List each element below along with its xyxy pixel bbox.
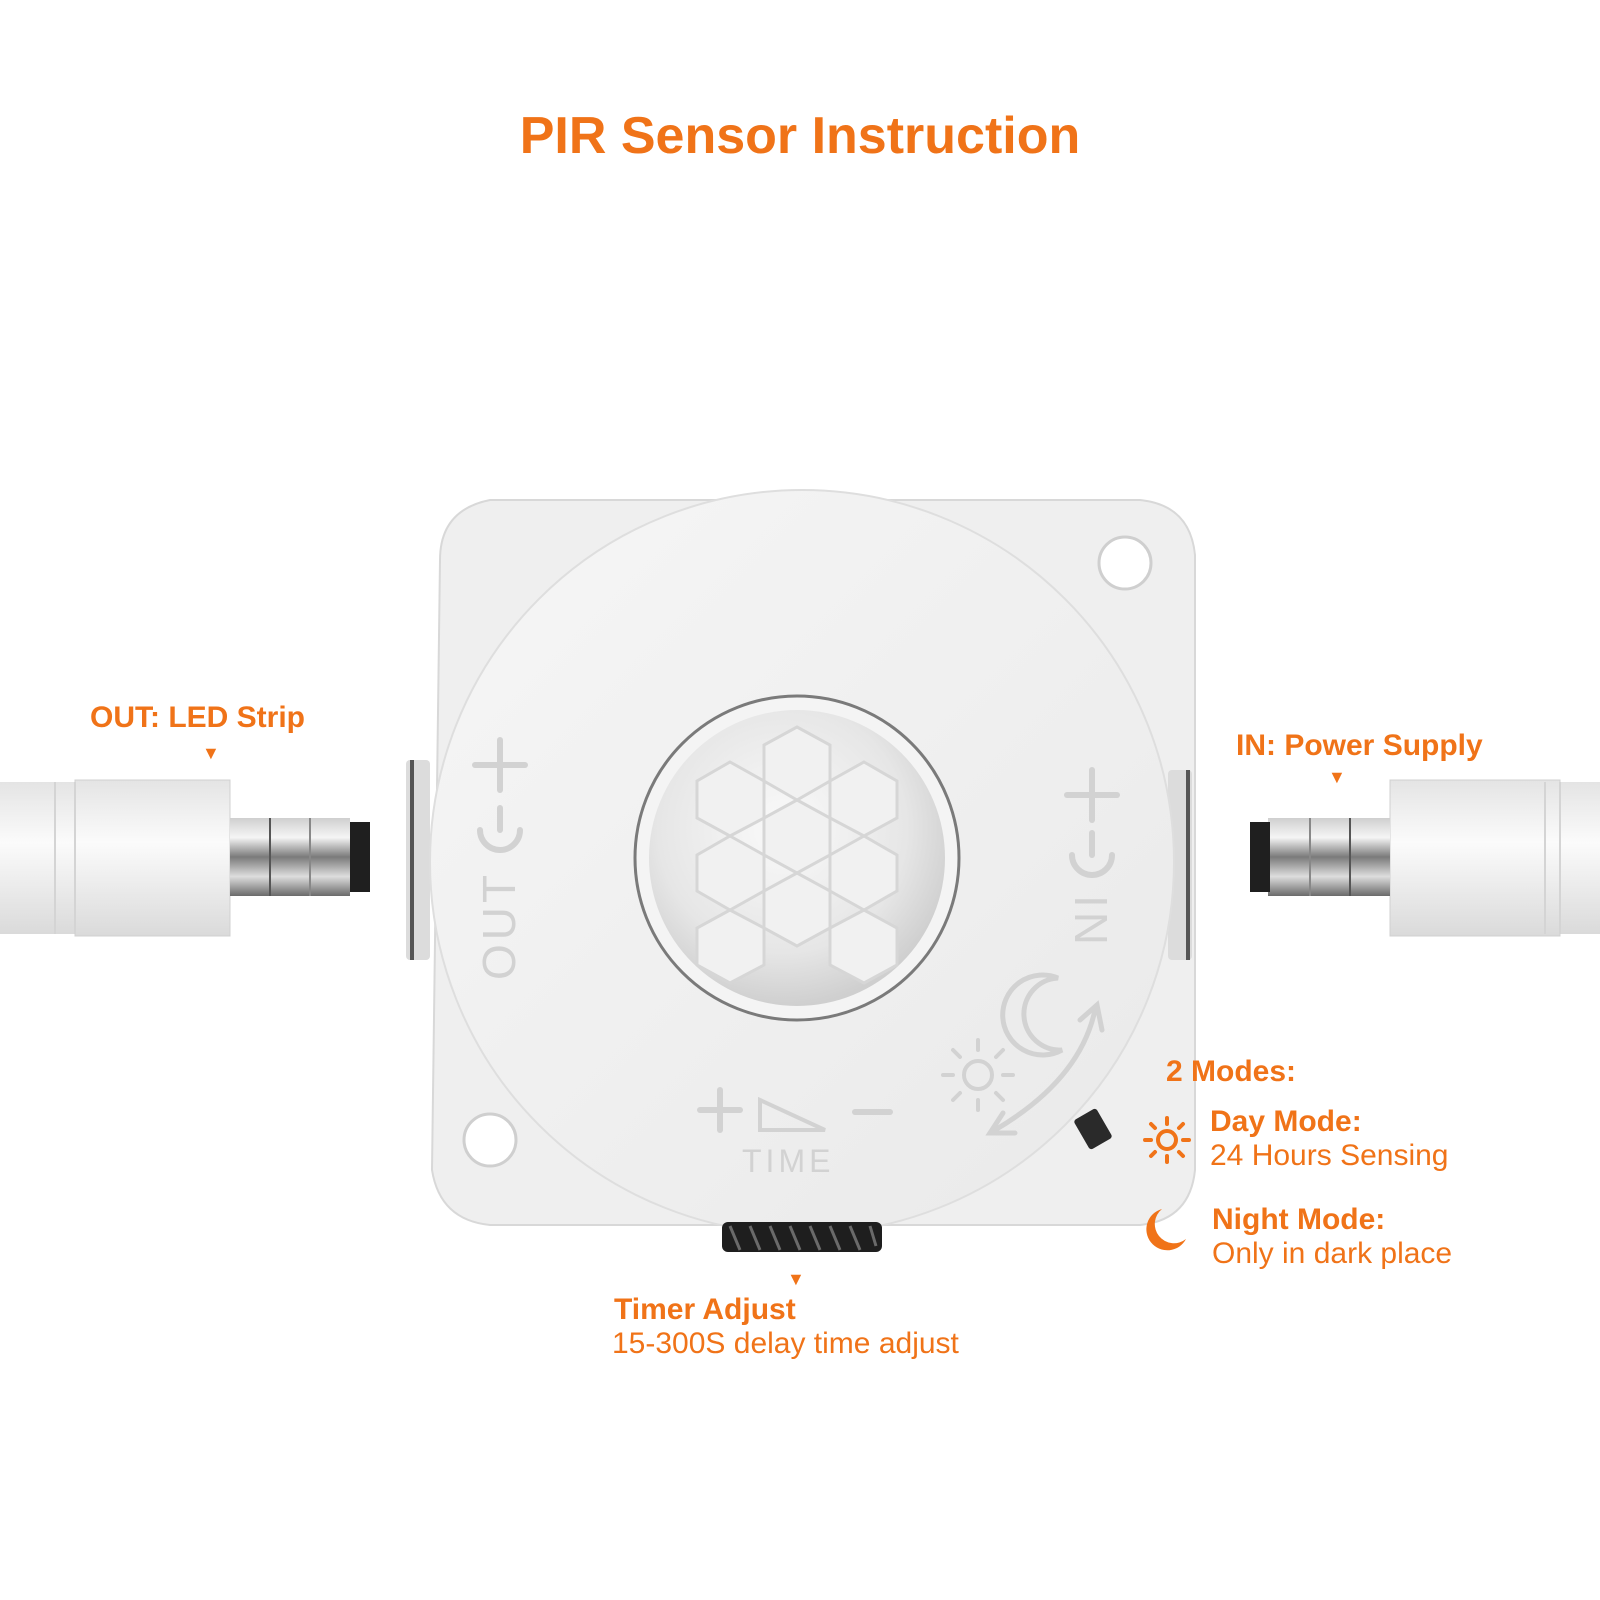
day-mode-title: Day Mode: xyxy=(1210,1105,1362,1138)
mode-switch xyxy=(1074,1108,1112,1150)
mounting-hole-bottom-left xyxy=(462,1112,518,1168)
night-mode-title: Night Mode: xyxy=(1212,1203,1386,1236)
in-embossed-text: IN xyxy=(1065,895,1117,949)
timer-desc: 15-300S delay time adjust xyxy=(612,1327,959,1360)
out-pointer-icon: ▼ xyxy=(202,743,220,763)
embossed-markings xyxy=(472,737,1120,1136)
pir-lens xyxy=(633,694,961,1022)
out-embossed-text: OUT xyxy=(473,871,525,980)
out-label: OUT: LED Strip xyxy=(90,701,305,734)
in-pointer-icon: ▼ xyxy=(1328,767,1346,787)
day-mode-desc: 24 Hours Sensing xyxy=(1210,1139,1449,1172)
out-connector xyxy=(0,779,370,937)
timer-title: Timer Adjust xyxy=(614,1293,796,1326)
in-connector xyxy=(1250,779,1600,937)
timer-pointer-icon: ▼ xyxy=(787,1269,805,1289)
modes-heading: 2 Modes: xyxy=(1166,1055,1297,1088)
sun-icon xyxy=(1143,1116,1191,1164)
time-embossed-text: TIME xyxy=(742,1143,834,1179)
moon-icon xyxy=(1146,1209,1186,1251)
page-title: PIR Sensor Instruction xyxy=(519,107,1081,165)
night-mode-desc: Only in dark place xyxy=(1212,1237,1453,1270)
in-label: IN: Power Supply xyxy=(1236,729,1483,762)
mounting-hole-top-right xyxy=(1097,535,1153,591)
timer-knob xyxy=(722,1222,882,1252)
